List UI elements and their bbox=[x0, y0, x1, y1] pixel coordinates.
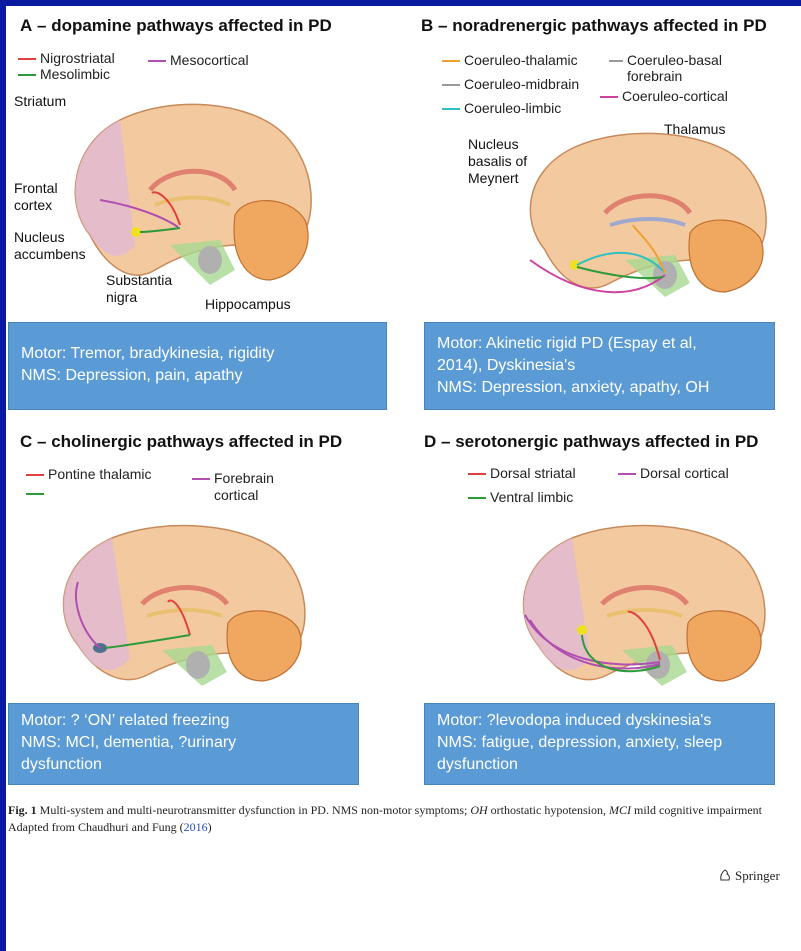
swatch-mesolimbic bbox=[18, 74, 36, 76]
swatch bbox=[618, 473, 636, 475]
box-line: NMS: Depression, anxiety, apathy, OH bbox=[437, 377, 762, 399]
panel-c-symptoms-box: Motor: ? ‘ON’ related freezing NMS: MCI,… bbox=[8, 703, 359, 785]
legend-label: Coeruleo-midbrain bbox=[464, 76, 579, 92]
box-line: NMS: fatigue, depression, anxiety, sleep bbox=[437, 732, 762, 754]
panel-a-title: A – dopamine pathways affected in PD bbox=[20, 16, 332, 36]
legend-label: Dorsal cortical bbox=[640, 465, 729, 481]
swatch-mesocortical bbox=[148, 60, 166, 62]
legend-label: Coeruleo-thalamic bbox=[464, 52, 578, 68]
springer-horse-icon bbox=[718, 868, 732, 882]
label-hippocampus: Hippocampus bbox=[205, 296, 291, 313]
swatch bbox=[468, 497, 486, 499]
legend-coeruleo-limbic: Coeruleo-limbic bbox=[442, 100, 561, 116]
legend-label: Forebrain bbox=[214, 470, 274, 486]
label-frontal-cortex: Frontal cortex bbox=[14, 180, 58, 214]
swatch bbox=[26, 493, 44, 495]
box-line: 2014), Dyskinesia's bbox=[437, 355, 762, 377]
brain-diagram-c bbox=[50, 520, 315, 700]
panel-a-title-text: – dopamine pathways affected in PD bbox=[37, 16, 332, 35]
publisher-name: Springer bbox=[735, 868, 780, 883]
legend-coeruleo-cortical: Coeruleo-cortical bbox=[600, 88, 728, 104]
panel-d-title: D – serotonergic pathways affected in PD bbox=[424, 432, 758, 452]
panel-b-title: B – noradrenergic pathways affected in P… bbox=[421, 16, 767, 36]
legend-label: Pontine thalamic bbox=[48, 466, 152, 482]
box-line: Motor: ?levodopa induced dyskinesia's bbox=[437, 710, 762, 732]
legend-coeruleo-basal: Coeruleo-basal bbox=[609, 52, 722, 68]
panel-b-title-text: – noradrenergic pathways affected in PD bbox=[438, 16, 767, 35]
legend-label: Coeruleo-limbic bbox=[464, 100, 561, 116]
citation-link[interactable]: 2016 bbox=[184, 820, 208, 834]
panel-d-symptoms-box: Motor: ?levodopa induced dyskinesia's NM… bbox=[424, 703, 775, 785]
box-line: dysfunction bbox=[437, 754, 762, 776]
caption-figure-number: Fig. 1 bbox=[8, 803, 37, 817]
box-line: Motor: Tremor, bradykinesia, rigidity bbox=[21, 343, 374, 365]
legend-dorsal-striatal: Dorsal striatal bbox=[468, 465, 576, 481]
brain-diagram-a bbox=[60, 95, 320, 305]
legend-coeruleo-thalamic: Coeruleo-thalamic bbox=[442, 52, 578, 68]
box-line: Motor: Akinetic rigid PD (Espay et al, bbox=[437, 333, 762, 355]
panel-a-letter: A bbox=[20, 16, 32, 35]
box-line: dysfunction bbox=[21, 754, 346, 776]
label-nucleus-basalis: Nucleus basalis of Meynert bbox=[468, 136, 527, 187]
caption-text: orthostatic hypotension, bbox=[488, 803, 609, 817]
caption-text: ) bbox=[208, 820, 212, 834]
legend-label: Dorsal striatal bbox=[490, 465, 576, 481]
panel-b-symptoms-box: Motor: Akinetic rigid PD (Espay et al, 2… bbox=[424, 322, 775, 410]
legend-forebrain-cont: forebrain bbox=[627, 68, 682, 84]
swatch bbox=[609, 60, 623, 62]
legend-label: Coeruleo-basal bbox=[627, 52, 722, 68]
legend-label: Ventral limbic bbox=[490, 489, 573, 505]
legend-label: Nigrostriatal bbox=[40, 50, 115, 66]
legend-mesocortical: Mesocortical bbox=[148, 52, 249, 68]
panel-c-title: C – cholinergic pathways affected in PD bbox=[20, 432, 342, 452]
swatch-nigrostriatal bbox=[18, 58, 36, 60]
label-striatum: Striatum bbox=[14, 93, 66, 110]
panel-a-symptoms-box: Motor: Tremor, bradykinesia, rigidity NM… bbox=[8, 322, 387, 410]
legend-forebrain: Forebrain bbox=[192, 470, 274, 486]
legend-ventral-limbic: Ventral limbic bbox=[468, 489, 573, 505]
legend-label: Coeruleo-cortical bbox=[622, 88, 728, 104]
legend-unlabeled-green bbox=[26, 485, 48, 501]
panel-d-letter: D bbox=[424, 432, 436, 451]
caption-abbrev-oh: OH bbox=[470, 803, 487, 817]
swatch bbox=[26, 474, 44, 476]
legend-cortical-cont: cortical bbox=[214, 487, 258, 503]
box-line: NMS: Depression, pain, apathy bbox=[21, 365, 374, 387]
swatch bbox=[468, 473, 486, 475]
swatch bbox=[442, 84, 460, 86]
caption-text: Multi-system and multi-neurotransmitter … bbox=[37, 803, 471, 817]
brain-diagram-d bbox=[510, 520, 775, 700]
swatch bbox=[192, 478, 210, 480]
figure-caption: Fig. 1 Multi-system and multi-neurotrans… bbox=[8, 802, 790, 836]
label-nucleus-accumbens: Nucleus accumbens bbox=[14, 229, 86, 263]
legend-label: Mesocortical bbox=[170, 52, 249, 68]
panel-c-title-text: – cholinergic pathways affected in PD bbox=[37, 432, 342, 451]
panel-c-letter: C bbox=[20, 432, 32, 451]
caption-abbrev-mci: MCI bbox=[609, 803, 631, 817]
legend-dorsal-cortical: Dorsal cortical bbox=[618, 465, 729, 481]
legend-mesolimbic: Mesolimbic bbox=[18, 66, 110, 82]
legend-coeruleo-midbrain: Coeruleo-midbrain bbox=[442, 76, 579, 92]
box-line: NMS: MCI, dementia, ?urinary bbox=[21, 732, 346, 754]
panel-b-letter: B bbox=[421, 16, 433, 35]
swatch bbox=[442, 60, 460, 62]
swatch bbox=[600, 96, 618, 98]
panel-d-title-text: – serotonergic pathways affected in PD bbox=[441, 432, 758, 451]
brain-diagram-b bbox=[515, 125, 775, 310]
legend-nigrostriatal: Nigrostriatal bbox=[18, 50, 115, 66]
label-thalamus: Thalamus bbox=[664, 121, 725, 138]
publisher-logo: Springer bbox=[718, 868, 780, 884]
label-substantia-nigra: Substantia nigra bbox=[106, 272, 172, 306]
swatch bbox=[442, 108, 460, 110]
legend-pontine-thalamic: Pontine thalamic bbox=[26, 466, 152, 482]
legend-label: Mesolimbic bbox=[40, 66, 110, 82]
box-line: Motor: ? ‘ON’ related freezing bbox=[21, 710, 346, 732]
